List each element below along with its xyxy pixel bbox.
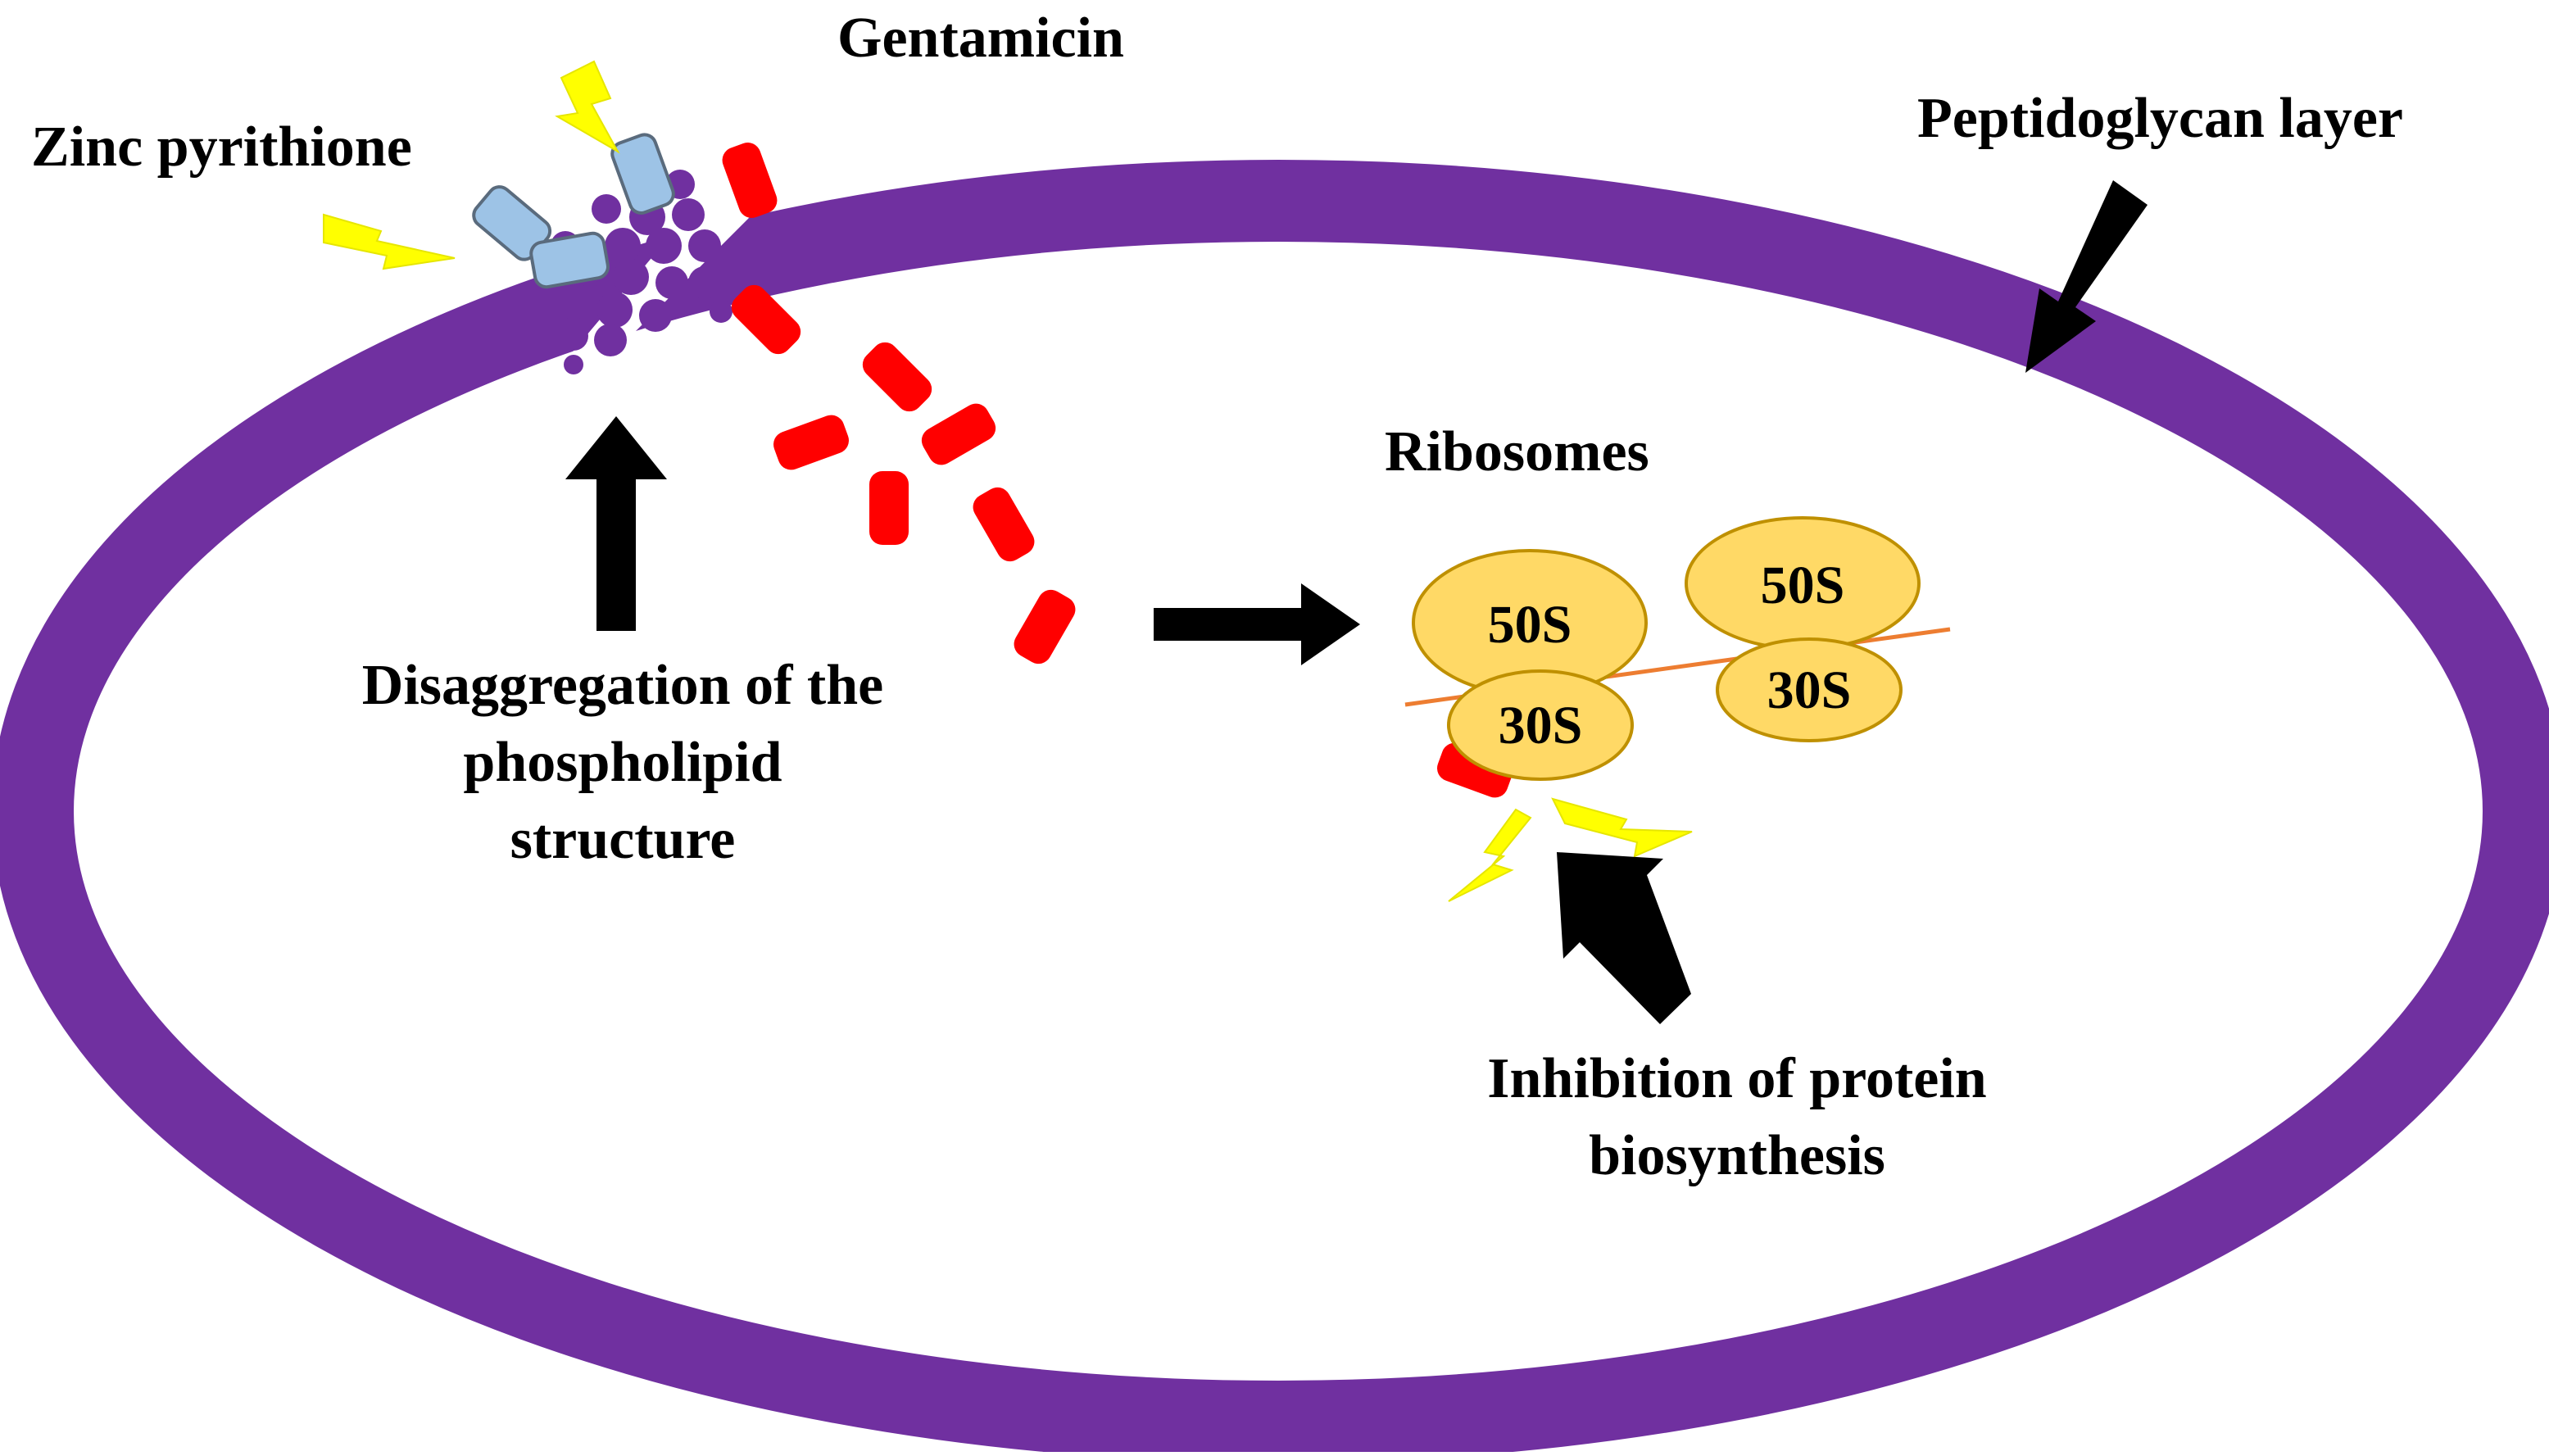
arrow-peptidoglycan-layer (2025, 180, 2148, 373)
ribosome-2: 50S 30S (1685, 516, 1921, 742)
ribosome-1: 50S 30S (1412, 549, 1648, 781)
disaggregation-line-1: Disaggregation of the (361, 654, 884, 717)
inhibition-caption: Inhibition of protein biosynthesis (1327, 1041, 2147, 1195)
lightning-icon (555, 60, 620, 154)
arrow-up-disaggregation (565, 416, 667, 631)
zinc-pyrithione-label: Zinc pyrithione (31, 116, 412, 179)
ribosome-lightning-bolts (1448, 797, 1693, 902)
arrow-inhibition (1557, 852, 1691, 1024)
ribosome-2-large-label: 50S (1761, 556, 1845, 615)
arrows (565, 180, 2148, 1024)
ribosome-1-small-subunit (1447, 669, 1634, 781)
ribosome-2-small-label: 30S (1767, 660, 1852, 720)
gentamicin-molecules (722, 143, 1513, 798)
gentamicin-label: Gentamicin (837, 7, 1124, 70)
ribosomes-label: Ribosomes (1385, 420, 1649, 483)
disaggregation-line-2: phospholipid (463, 731, 782, 794)
peptidoglycan-layer-label: Peptidoglycan layer (1917, 87, 2403, 150)
ribosome-1-small-label: 30S (1499, 696, 1583, 755)
ribosome-1-large-label: 50S (1488, 595, 1572, 655)
ribosome-2-small-subunit (1716, 637, 1903, 742)
lightning-icon (1551, 797, 1693, 858)
lightning-icon (323, 213, 456, 270)
disaggregation-line-3: structure (510, 808, 736, 871)
zinc-pyrithione-molecules (472, 133, 675, 289)
zinc-lightning-bolts (323, 60, 620, 270)
inhibition-line-1: Inhibition of protein (1487, 1047, 1987, 1110)
inhibition-line-2: biosynthesis (1589, 1124, 1885, 1187)
cell-membrane (0, 160, 2549, 1456)
disaggregation-caption: Disaggregation of the phospholipid struc… (180, 647, 1065, 878)
lightning-icon (1448, 808, 1532, 902)
arrow-right-ribosomes (1154, 583, 1360, 665)
